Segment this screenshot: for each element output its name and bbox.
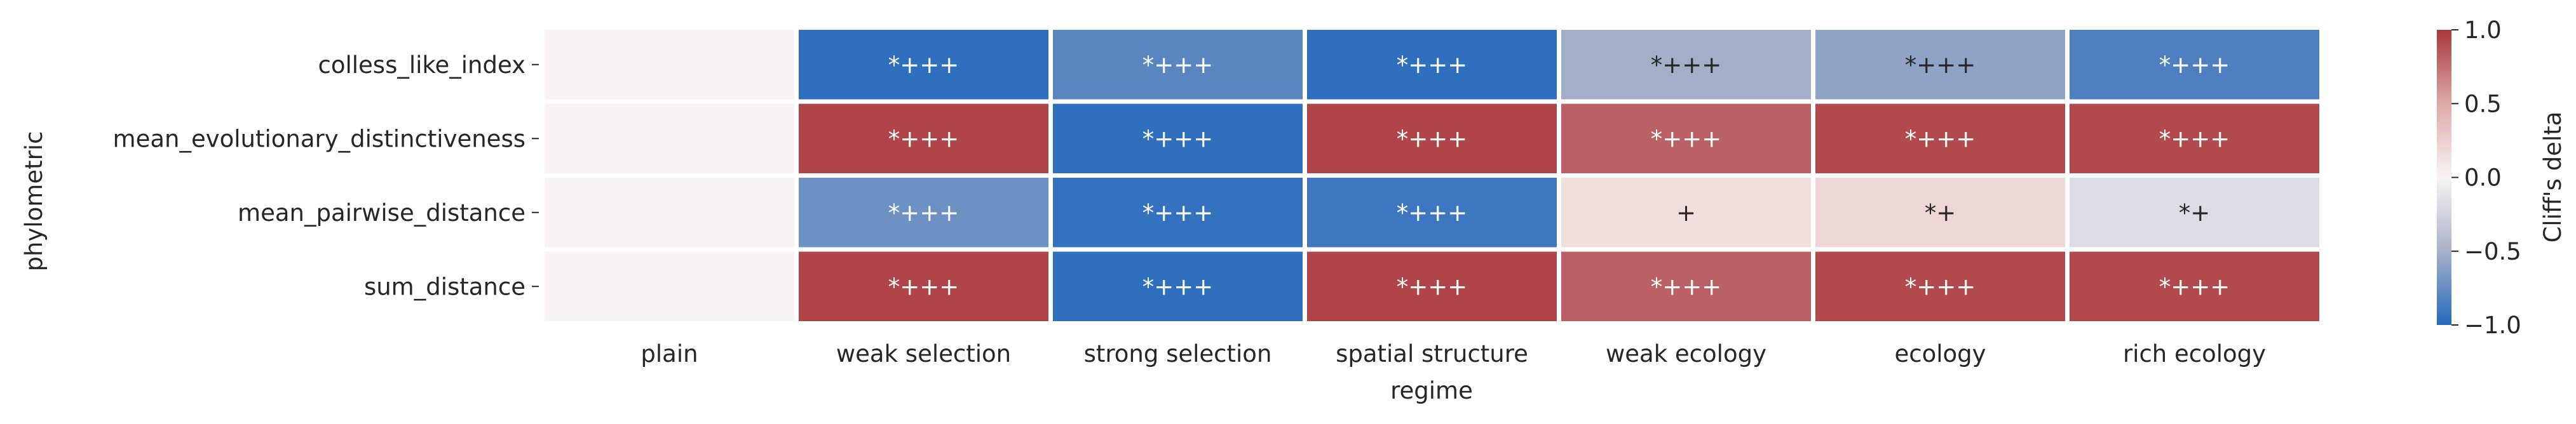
cell-annotation: *+++	[1905, 51, 1976, 79]
heatmap-cell	[1561, 178, 1811, 248]
heatmap-cell	[799, 251, 1048, 321]
heatmap-cell	[2070, 178, 2319, 248]
heatmap-cells	[545, 30, 2319, 321]
cell-annotation: *+++	[1397, 51, 1468, 79]
cell-annotation: *+++	[888, 199, 959, 227]
x-tick-label: spatial structure	[1336, 340, 1528, 368]
cell-annotation: *+++	[1905, 125, 1976, 152]
x-axis-title: regime	[1390, 377, 1473, 404]
x-tick-label: plain	[641, 340, 698, 368]
heatmap-cell	[1053, 178, 1303, 248]
heatmap-cell	[1307, 251, 1557, 321]
heatmap-cell	[545, 178, 794, 248]
heatmap-cell	[799, 178, 1048, 248]
y-tick-label: colless_like_index	[318, 51, 525, 79]
heatmap-cell	[799, 30, 1048, 100]
y-tick-label: sum_distance	[364, 273, 525, 300]
heatmap-cell	[1053, 251, 1303, 321]
heatmap-cell	[1815, 30, 2065, 100]
cell-annotation: *+++	[2159, 51, 2230, 79]
heatmap-cell	[1307, 30, 1557, 100]
cell-annotation: *+++	[1142, 199, 1214, 227]
heatmap-cell	[2070, 103, 2319, 173]
colorbar-tick-label: 1.0	[2464, 17, 2502, 44]
heatmap-cell	[1561, 30, 1811, 100]
x-tick-labels: plain weak selection strong selection spati…	[641, 340, 2266, 368]
cell-annotation: *+++	[1397, 273, 1468, 300]
colorbar-tick-label: −0.5	[2464, 238, 2521, 265]
heatmap-cell	[1307, 178, 1557, 248]
cell-annotation: *+	[1925, 199, 1956, 227]
cell-annotation: *+	[2179, 199, 2211, 227]
y-tick-labels: colless_like_index mean_evolutionary_dist…	[113, 51, 539, 300]
colorbar-tick-label: 0.5	[2464, 90, 2502, 117]
x-tick-label: strong selection	[1084, 340, 1272, 368]
colorbar-title: Cliff's delta	[2539, 112, 2566, 243]
cell-annotation: *+++	[1142, 51, 1214, 79]
heatmap-cell	[545, 103, 794, 173]
heatmap-cell	[1815, 251, 2065, 321]
colorbar-tick-label: −1.0	[2464, 312, 2521, 339]
cell-annotation: *+++	[1397, 125, 1468, 152]
cell-annotation: *+++	[2159, 125, 2230, 152]
heatmap-cell	[1815, 178, 2065, 248]
x-tick-label: ecology	[1894, 340, 1986, 368]
heatmap-cell	[2070, 30, 2319, 100]
cell-annotations: *+++ *+++ *+++ *+++ *+++ *+++ *+++ *+++ *+++ *+++…	[888, 51, 2230, 301]
cell-annotation: *+++	[1651, 273, 1722, 300]
heatmap-cell	[1815, 103, 2065, 173]
heatmap-cell	[1561, 103, 1811, 173]
heatmap-cell	[2070, 251, 2319, 321]
heatmap-cell	[1053, 30, 1303, 100]
heatmap-cell	[1561, 251, 1811, 321]
cell-annotation: *+++	[1651, 51, 1722, 79]
heatmap-cell	[1307, 103, 1557, 173]
colorbar-tick-label: 0.0	[2464, 164, 2502, 192]
cell-annotation: *+++	[2159, 273, 2230, 300]
x-tick-label: rich ecology	[2123, 340, 2266, 368]
y-tick-label: mean_pairwise_distance	[238, 199, 525, 227]
cell-annotation: *+++	[1142, 125, 1214, 152]
cell-annotation: *+++	[1142, 273, 1214, 300]
cell-annotation: *+++	[1397, 199, 1468, 227]
x-tick-label: weak selection	[836, 340, 1011, 368]
y-tick-label: mean_evolutionary_distinctiveness	[113, 125, 525, 152]
heatmap-cell	[545, 30, 794, 100]
cell-annotation: *+++	[1905, 273, 1976, 300]
heatmap-cell	[545, 251, 794, 321]
cell-annotation: *+++	[888, 51, 959, 79]
x-tick-label: weak ecology	[1606, 340, 1766, 368]
y-axis-title: phylometric	[20, 131, 48, 272]
heatmap-cell	[1053, 103, 1303, 173]
cell-annotation: *+++	[888, 125, 959, 152]
cell-annotation: *+++	[1651, 125, 1722, 152]
heatmap-cell	[799, 103, 1048, 173]
cell-annotation: +	[1676, 199, 1696, 227]
colorbar	[2437, 30, 2451, 325]
cell-annotation: *+++	[888, 273, 959, 300]
colorbar-ticks: 1.0 0.5 0.0 −0.5 −1.0	[2451, 17, 2521, 339]
